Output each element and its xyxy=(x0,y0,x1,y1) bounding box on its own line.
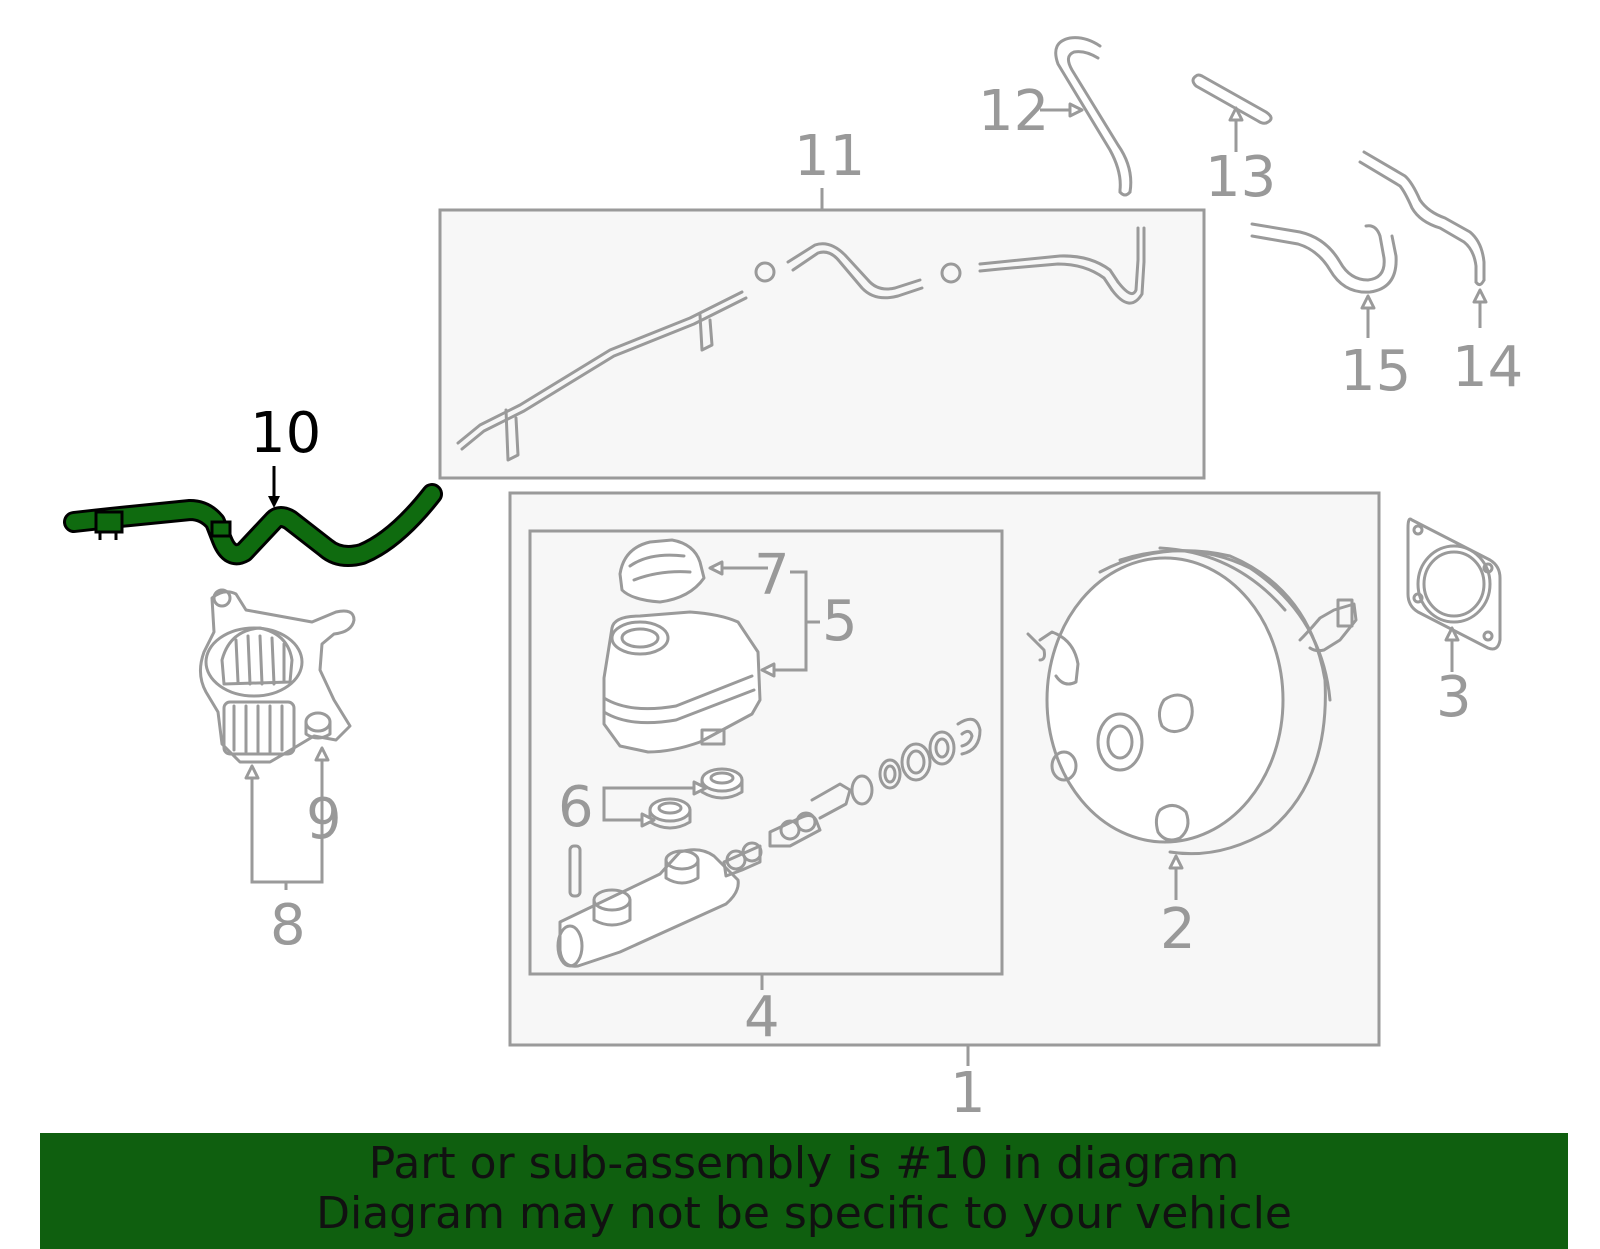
callout-15: 15 xyxy=(1340,339,1411,404)
callout-3: 3 xyxy=(1436,665,1472,730)
part-4-master-cylinder[interactable] xyxy=(556,717,982,990)
part-12-hose[interactable] xyxy=(1040,36,1133,197)
box-part-11 xyxy=(438,208,1206,480)
parts-diagram: 11 12 13 14 15 xyxy=(63,36,1523,1126)
callout-14: 14 xyxy=(1452,335,1523,400)
callout-12: 12 xyxy=(978,79,1049,144)
part-7-reservoir-cap[interactable] xyxy=(618,538,768,604)
callout-11: 11 xyxy=(794,124,865,189)
part-11-tube-assembly[interactable] xyxy=(456,188,1146,462)
part-13-hose[interactable] xyxy=(1191,73,1273,152)
callout-10: 10 xyxy=(250,401,321,466)
banner-line-2: Diagram may not be specific to your vehi… xyxy=(316,1188,1292,1239)
part-5-reservoir[interactable] xyxy=(602,570,820,754)
callout-1: 1 xyxy=(950,1061,986,1126)
callout-2: 2 xyxy=(1160,897,1196,962)
info-banner: Part or sub-assembly is #10 in diagram D… xyxy=(40,1133,1568,1249)
callout-4: 4 xyxy=(744,985,780,1050)
callout-8: 8 xyxy=(270,893,306,958)
callout-6: 6 xyxy=(558,775,594,840)
part-8-vacuum-pump[interactable] xyxy=(199,588,356,890)
banner-line-1: Part or sub-assembly is #10 in diagram xyxy=(368,1138,1240,1189)
part-2-brake-booster[interactable] xyxy=(1026,546,1358,900)
part-15-hose[interactable] xyxy=(1250,222,1398,338)
part-10-vacuum-hose[interactable] xyxy=(63,466,443,567)
part-14-hose[interactable] xyxy=(1358,150,1488,328)
callout-5: 5 xyxy=(822,589,858,654)
part-6-grommets[interactable] xyxy=(602,767,744,830)
callout-13: 13 xyxy=(1205,145,1276,210)
part-3-gasket[interactable] xyxy=(1406,517,1502,672)
part-10-fill xyxy=(66,486,440,564)
callout-7: 7 xyxy=(754,543,790,608)
callout-9: 9 xyxy=(306,787,342,852)
